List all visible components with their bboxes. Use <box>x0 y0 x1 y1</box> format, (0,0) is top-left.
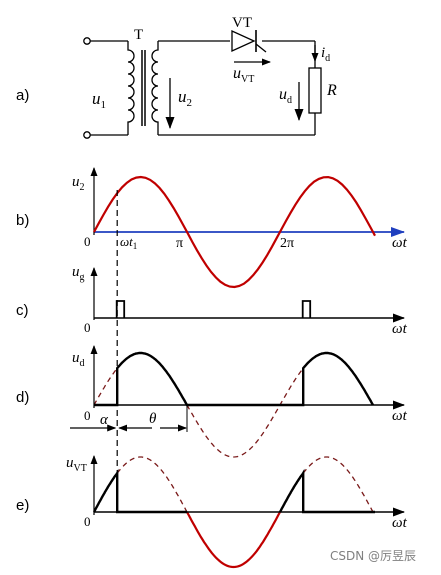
secondary-winding <box>151 41 159 135</box>
waveform-c <box>90 267 405 323</box>
uvt-blocking-trace <box>92 468 375 514</box>
d-alpha-label: α <box>100 412 109 428</box>
ud-output-trace <box>94 351 375 407</box>
e-y-label: uVT <box>66 455 87 474</box>
c-y-label: ug <box>72 264 85 283</box>
load-current-label: id <box>321 45 330 64</box>
primary-winding <box>127 41 135 135</box>
secondary-voltage-label: u2 <box>178 87 192 109</box>
d-x-label: ωt <box>392 408 408 424</box>
uvt-negative-halfwave <box>186 511 281 569</box>
b-tick-alpha: ωt1 <box>120 234 137 251</box>
panel-label-a: a) <box>16 87 29 104</box>
watermark: CSDN @厉昱辰 <box>330 549 416 563</box>
panel-label-b: b) <box>16 212 29 229</box>
b-tick-2pi: 2π <box>280 236 294 251</box>
d-theta-label: θ <box>149 411 157 427</box>
input-voltage-label: u1 <box>92 89 106 111</box>
b-x-label: ωt <box>392 235 408 251</box>
waveform-b <box>90 167 405 289</box>
d-origin: 0 <box>84 408 91 423</box>
thyristor-symbol <box>231 29 267 53</box>
load-resistor-label: R <box>326 82 337 99</box>
ud-dashed-reference <box>93 367 304 458</box>
waveform-d <box>70 345 405 458</box>
panel-label-c: c) <box>16 302 29 319</box>
uvt-dashed-reference <box>116 456 374 513</box>
load-voltage-label: ud <box>279 86 292 106</box>
circuit-diagram <box>83 29 322 139</box>
input-terminal-bottom <box>83 131 91 139</box>
u2-sine-curve <box>93 175 376 289</box>
b-origin: 0 <box>84 234 91 249</box>
thyristor-voltage-label: uVT <box>233 65 254 85</box>
e-x-label: ωt <box>392 515 408 531</box>
c-origin: 0 <box>84 320 91 335</box>
d-y-label: ud <box>72 350 85 369</box>
e-origin: 0 <box>84 514 91 529</box>
b-tick-pi: π <box>176 236 183 251</box>
load-resistor <box>308 67 322 114</box>
thyristor-label: VT <box>232 15 252 31</box>
panel-label-d: d) <box>16 389 29 406</box>
input-terminal-top <box>83 37 91 45</box>
b-y-label: u2 <box>72 174 85 193</box>
waveform-e <box>90 455 405 569</box>
gate-pulses <box>115 300 312 318</box>
circuit-arrows <box>165 45 319 129</box>
panel-label-e: e) <box>16 497 29 514</box>
transformer-label: T <box>134 27 143 43</box>
c-x-label: ωt <box>392 321 408 337</box>
